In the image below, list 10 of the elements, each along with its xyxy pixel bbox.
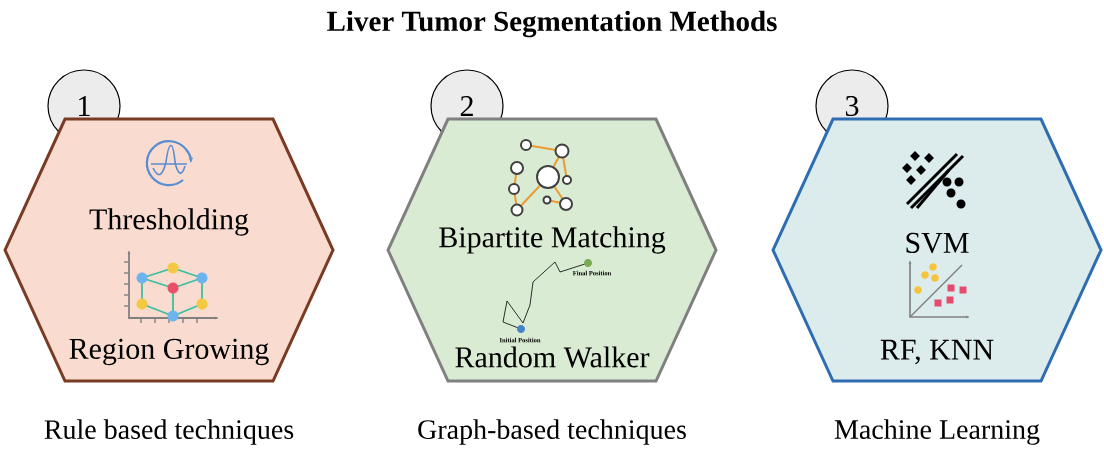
title: Liver Tumor Segmentation Methods — [327, 10, 777, 38]
category-caption: Machine Learning — [834, 419, 1040, 445]
method-label: Thresholding — [89, 208, 249, 236]
method-label: SVM — [906, 232, 969, 254]
method-label: RF, KNN — [880, 339, 994, 365]
category-caption: Rule based techniques — [44, 419, 294, 445]
category-caption: Graph-based techniques — [418, 419, 686, 445]
method-label: Bipartite Matching — [439, 226, 666, 254]
method-label: Region Growing — [69, 338, 269, 366]
method-label: Random Walker — [455, 346, 650, 368]
